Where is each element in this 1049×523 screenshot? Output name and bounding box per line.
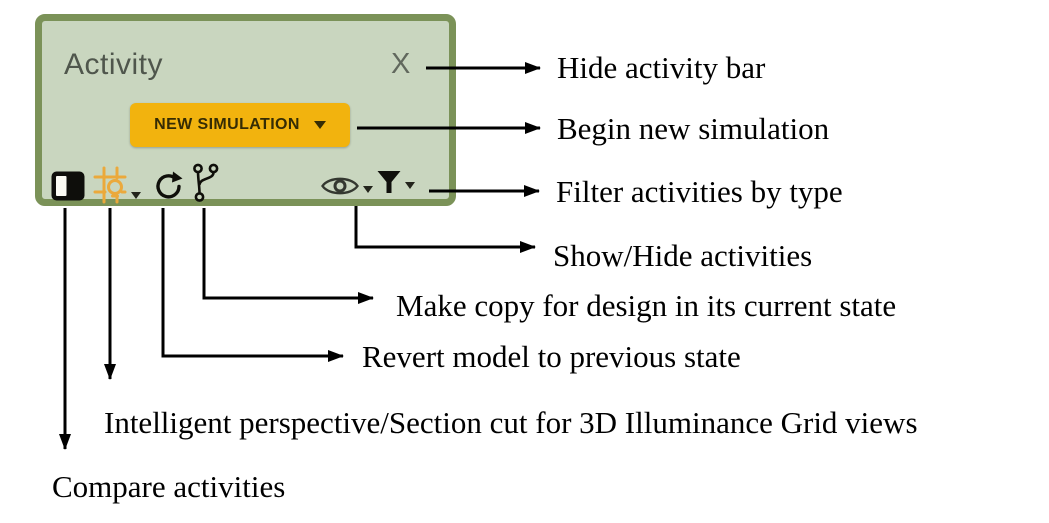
annotation-intelligent-perspective: Intelligent perspective/Section cut for …	[104, 405, 918, 440]
arrow-revert-model	[161, 208, 344, 362]
compare-icon[interactable]	[50, 169, 86, 203]
copy-branch-icon[interactable]	[191, 162, 221, 204]
show-hide-eye-icon[interactable]	[320, 173, 373, 199]
new-simulation-label: NEW SIMULATION	[154, 116, 300, 133]
chevron-down-icon	[363, 186, 373, 193]
annotation-filter-activities-by-type: Filter activities by type	[556, 174, 843, 209]
arrow-make-copy	[202, 208, 374, 304]
arrow-show-hide-activities	[354, 206, 536, 253]
revert-icon[interactable]	[152, 170, 184, 202]
annotation-make-copy-current-state: Make copy for design in its current stat…	[396, 288, 897, 323]
chevron-down-icon	[131, 192, 141, 199]
close-button[interactable]: X	[391, 48, 411, 80]
activity-panel: Activity X NEW SIMULATION	[35, 14, 456, 206]
annotation-begin-new-simulation: Begin new simulation	[557, 111, 830, 146]
chevron-down-icon	[405, 182, 415, 189]
annotation-show-hide-activities: Show/Hide activities	[553, 238, 813, 273]
annotation-revert-model: Revert model to previous state	[362, 339, 741, 374]
panel-title: Activity	[64, 48, 164, 81]
chevron-down-icon	[313, 121, 326, 129]
new-simulation-button[interactable]: NEW SIMULATION	[130, 103, 350, 147]
filter-icon[interactable]	[376, 169, 415, 195]
annotation-compare-activities: Compare activities	[52, 469, 286, 504]
illuminance-grid-icon[interactable]	[92, 165, 141, 205]
annotation-hide-activity-bar: Hide activity bar	[557, 50, 766, 85]
